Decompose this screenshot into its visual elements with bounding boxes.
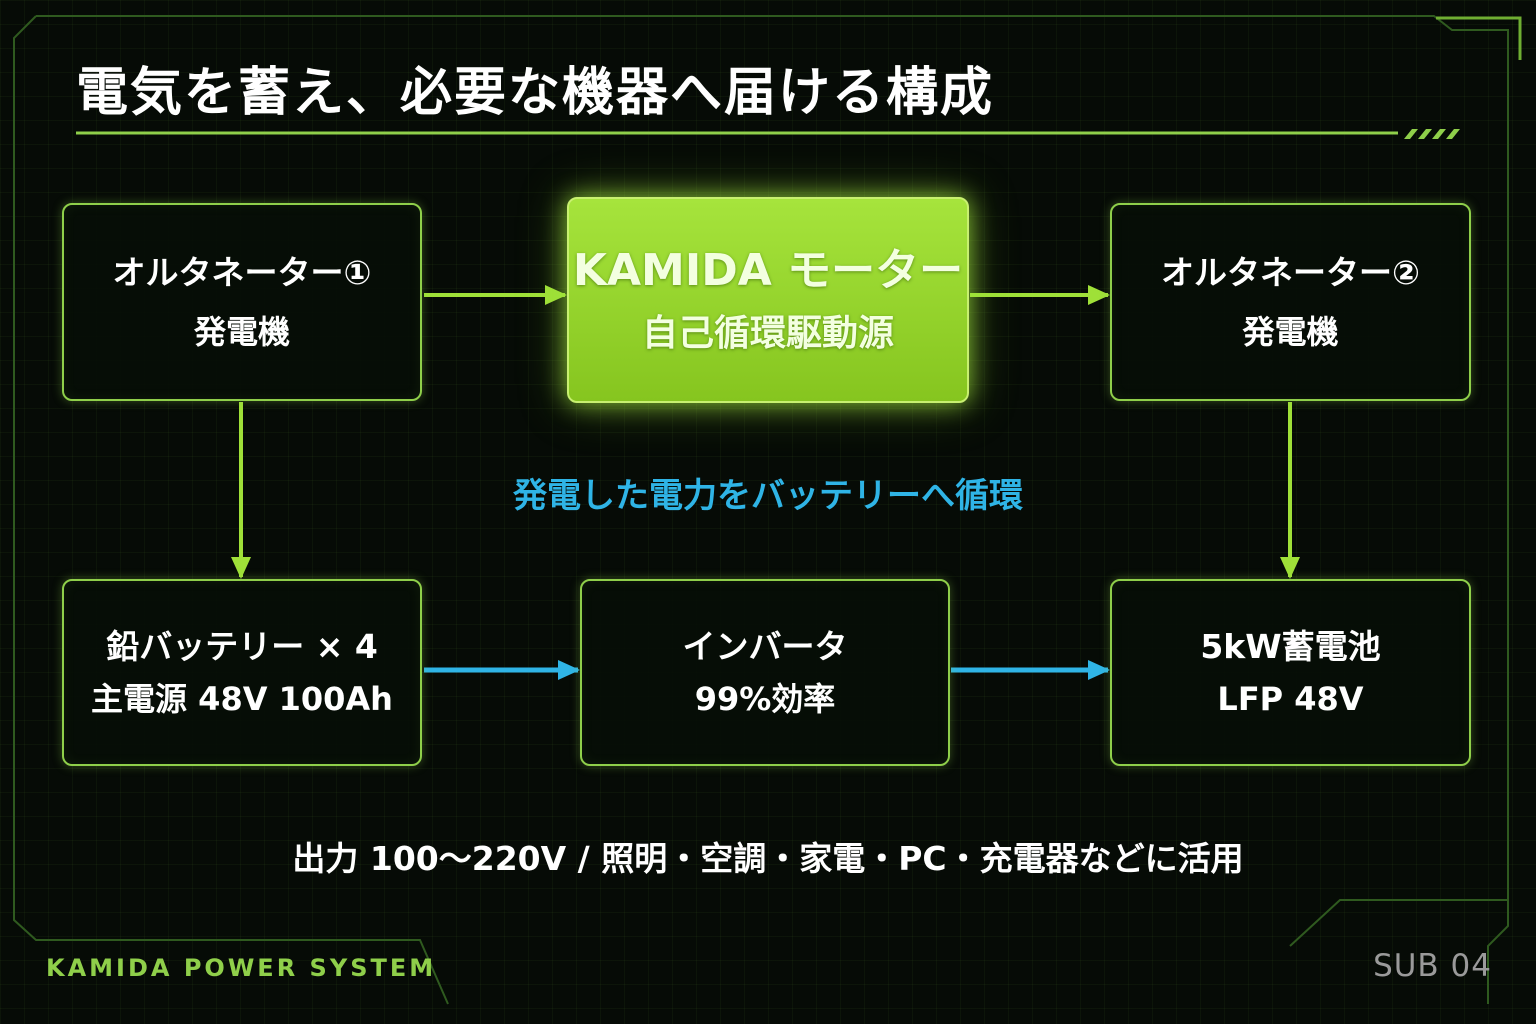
node-lead-battery-title: 鉛バッテリー × 4: [106, 626, 378, 666]
frame-bottom-accent: [1289, 899, 1508, 947]
footer-page-number: SUB 04: [1373, 948, 1492, 984]
page-title: 電気を蓄え、必要な機器へ届ける構成: [76, 63, 995, 123]
node-alternator-1: オルタネーター① 発電機: [62, 203, 422, 401]
node-kamida-motor: KAMIDA モーター 自己循環駆動源: [567, 197, 969, 403]
node-alternator-2: オルタネーター② 発電機: [1110, 203, 1471, 401]
footer-brand: KAMIDA POWER SYSTEM: [46, 954, 437, 982]
frame-corner-accent: [1436, 16, 1522, 60]
node-kamida-motor-title: KAMIDA モーター: [572, 245, 964, 296]
node-alternator-2-subtitle: 発電機: [1242, 312, 1339, 351]
title-stripes: [1404, 129, 1460, 139]
cycle-caption: 発電した電力をバッテリーへ循環: [513, 476, 1023, 516]
node-lead-battery: 鉛バッテリー × 4 主電源 48V 100Ah: [62, 579, 422, 766]
node-inverter-title: インバータ: [682, 626, 848, 666]
node-alternator-1-subtitle: 発電機: [193, 312, 290, 351]
node-kamida-motor-subtitle: 自己循環駆動源: [641, 312, 894, 354]
node-lead-battery-subtitle: 主電源 48V 100Ah: [91, 680, 393, 719]
output-note: 出力 100～220V / 照明・空調・家電・PC・充電器などに活用: [292, 839, 1244, 878]
frame-outline: [13, 15, 1509, 1005]
node-alternator-2-title: オルタネーター②: [1161, 253, 1420, 292]
node-inverter: インバータ 99%効率: [580, 579, 950, 766]
node-storage-battery-title: 5kW蓄電池: [1200, 626, 1381, 666]
node-inverter-subtitle: 99%効率: [694, 680, 836, 719]
node-alternator-1-title: オルタネーター①: [112, 253, 372, 292]
node-storage-battery: 5kW蓄電池 LFP 48V: [1110, 579, 1471, 766]
node-storage-battery-subtitle: LFP 48V: [1217, 680, 1364, 719]
